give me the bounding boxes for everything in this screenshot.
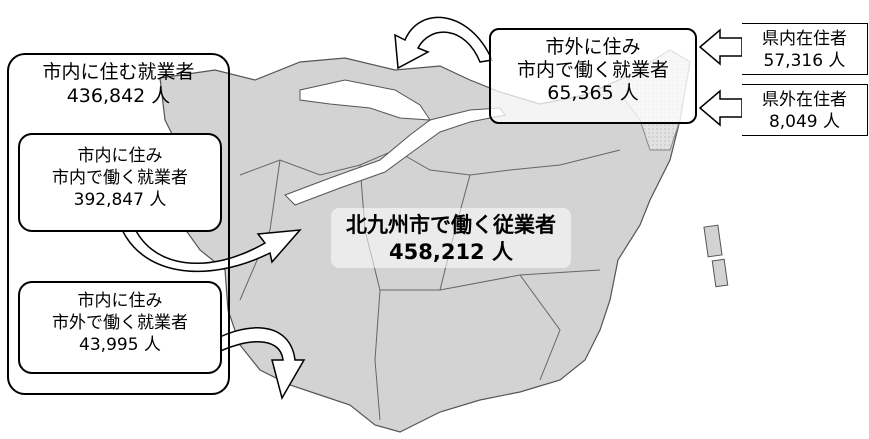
residents-total-title: 市内に住む就業者: [42, 61, 195, 83]
harbor: [299, 79, 431, 121]
arrow-in-in: [118, 221, 302, 273]
live-in-work-out-count: 43,995 人: [79, 335, 161, 355]
live-out-work-in-line2: 市内で働く就業者: [516, 59, 669, 81]
in-prefecture-label: 県内在住者: [762, 29, 847, 49]
live-in-work-in-line2: 市内で働く就業者: [52, 168, 188, 188]
live-out-work-in-count: 65,365 人: [547, 82, 639, 104]
island-2: [711, 258, 729, 288]
residents-total-box: 市内に住む就業者 436,842 人: [7, 53, 230, 395]
out-prefecture-count: 8,049 人: [768, 112, 841, 132]
arrow-outpref: [698, 89, 743, 127]
in-prefecture-box: 県内在住者 57,316 人: [742, 23, 868, 75]
arrow-pref: [698, 28, 743, 66]
live-in-work-in-count: 392,847 人: [73, 190, 167, 210]
center-count: 458,212 人: [389, 240, 513, 264]
live-in-work-out-line1: 市内に住み: [77, 291, 163, 311]
live-in-work-out-line2: 市外で働く就業者: [52, 313, 188, 333]
out-prefecture-box: 県外在住者 8,049 人: [742, 84, 868, 136]
live-in-work-in-box: 市内に住み 市内で働く就業者 392,847 人: [18, 133, 222, 232]
live-in-work-in-line1: 市内に住み: [77, 146, 163, 166]
island-1: [703, 224, 723, 258]
residents-total-count: 436,842 人: [66, 85, 171, 107]
out-prefecture-label: 県外在住者: [762, 90, 847, 110]
arrow-top-curve: [394, 16, 494, 70]
live-out-work-in-line1: 市外に住み: [545, 36, 641, 58]
live-out-work-in-box: 市外に住み 市内で働く就業者 65,365 人: [489, 28, 697, 124]
center-label: 北九州市で働く従業者 458,212 人: [331, 208, 571, 268]
in-prefecture-count: 57,316 人: [763, 51, 846, 71]
live-in-work-out-box: 市内に住み 市外で働く就業者 43,995 人: [18, 281, 222, 374]
center-title: 北九州市で働く従業者: [346, 213, 556, 237]
